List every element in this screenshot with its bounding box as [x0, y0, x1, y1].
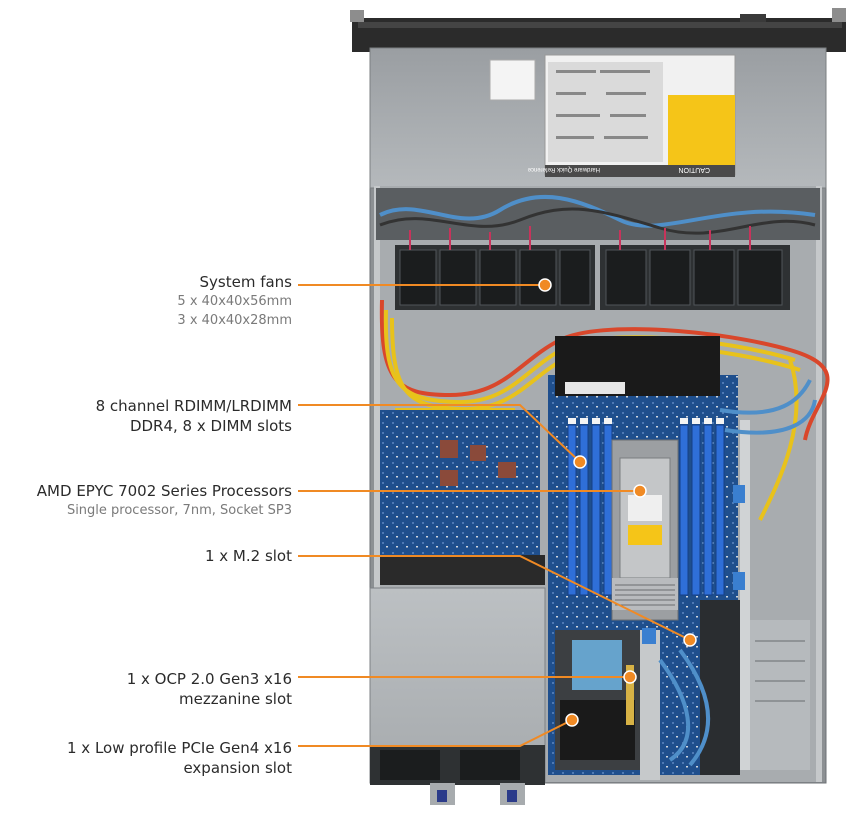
callout-title: 8 channel RDIMM/LRDIMM: [95, 397, 292, 415]
callout-cpu: AMD EPYC 7002 Series Processors Single p…: [37, 481, 292, 520]
hw-ref-text: Hardware Quick Reference: [527, 166, 600, 172]
leader-dimm-dot: [573, 455, 587, 469]
callout-system-fans: System fans 5 x 40x40x56mm 3 x 40x40x28m…: [177, 272, 292, 330]
pcie-riser: [640, 420, 810, 780]
power-supply-bay: [369, 587, 546, 805]
callout-title: 1 x M.2 slot: [204, 547, 292, 565]
leader-cpu-dot: [633, 484, 647, 498]
callout-dimm: 8 channel RDIMM/LRDIMM DDR4, 8 x DIMM sl…: [96, 396, 292, 436]
callout-sub: 3 x 40x40x28mm: [177, 313, 292, 328]
front-rack-bar: [350, 8, 846, 52]
callout-title-line2: mezzanine slot: [179, 690, 292, 708]
callout-title: 1 x OCP 2.0 Gen3 x16: [126, 670, 292, 688]
callout-sub: 5 x 40x40x56mm: [177, 294, 292, 309]
power-distribution-board: [380, 410, 545, 585]
leader-ocp-dot: [623, 670, 637, 684]
callout-title-line2: expansion slot: [183, 759, 292, 777]
leader-pcie: [298, 719, 573, 747]
cpu-socket: [611, 439, 679, 621]
caution-text: CAUTION: [679, 166, 711, 173]
callout-sub: Single processor, 7nm, Socket SP3: [66, 503, 292, 518]
ocp-mezzanine-area: [555, 630, 640, 770]
callout-ocp: 1 x OCP 2.0 Gen3 x16 mezzanine slot: [127, 669, 292, 709]
callout-title-line2: DDR4, 8 x DIMM slots: [129, 417, 292, 435]
callout-title: AMD EPYC 7002 Series Processors: [36, 482, 292, 500]
hardware-reference-sticker: Hardware Quick Reference CAUTION: [489, 54, 736, 177]
callout-title: 1 x Low profile PCIe Gen4 x16: [67, 739, 292, 757]
leader-m2: [298, 555, 691, 641]
leader-pcie-dot: [565, 713, 579, 727]
leader-system-fans-dot: [538, 278, 552, 292]
callout-pcie: 1 x Low profile PCIe Gen4 x16 expansion …: [67, 738, 292, 778]
callout-title: System fans: [199, 273, 293, 291]
callout-m2: 1 x M.2 slot: [205, 546, 292, 566]
leader-dimm: [298, 404, 581, 463]
dimm-slots: [567, 418, 725, 596]
leader-m2-dot: [683, 633, 697, 647]
callout-leaders: [298, 278, 697, 747]
sas-cables: [658, 379, 817, 767]
fan-bay: [376, 188, 820, 310]
